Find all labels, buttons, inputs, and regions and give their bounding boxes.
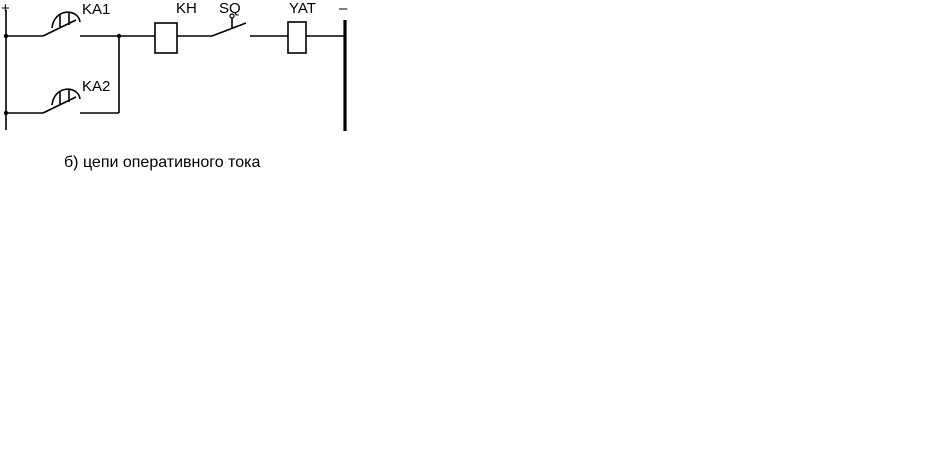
ka1-contact bbox=[6, 11, 119, 37]
diagram-caption: б) цепи оперативного тока bbox=[64, 154, 261, 171]
ka2-label: KA2 bbox=[82, 78, 110, 95]
sq-switch bbox=[177, 13, 288, 37]
negative-terminal-label: – bbox=[339, 0, 348, 17]
positive-terminal-label: + bbox=[1, 0, 10, 17]
kh-label: KH bbox=[176, 0, 197, 17]
yat-label: YAT bbox=[289, 0, 316, 17]
ka1-label: KA1 bbox=[82, 1, 110, 18]
sq-label: SQ bbox=[219, 0, 241, 17]
ka2-contact bbox=[6, 36, 120, 114]
yat-trip-coil bbox=[287, 21, 307, 54]
kh-relay-coil bbox=[154, 22, 178, 54]
